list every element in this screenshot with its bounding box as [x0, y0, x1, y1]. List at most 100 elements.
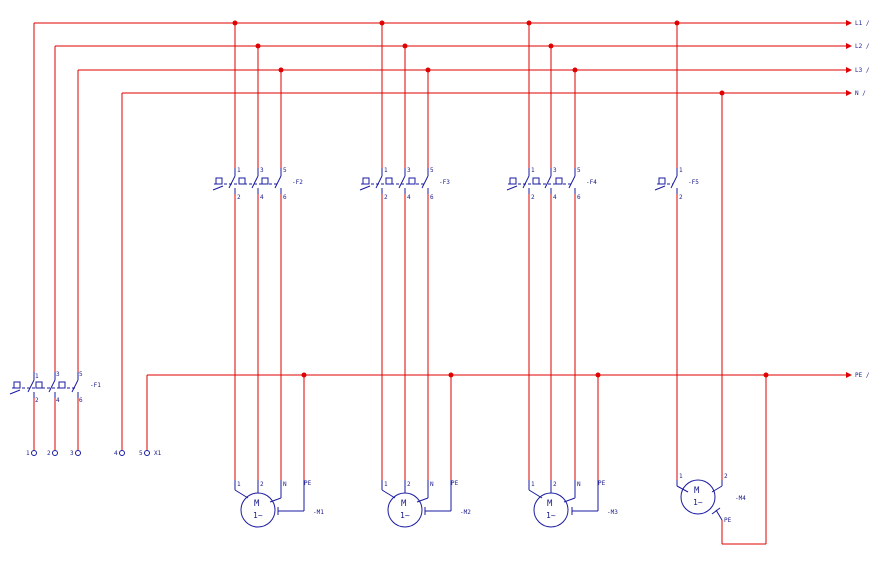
- f3-pin-6: 6: [430, 194, 434, 201]
- motor-m1-circle-icon: [240, 492, 276, 528]
- terminal-3-label: 3: [70, 450, 74, 457]
- motor-m1-tag: -M1: [313, 509, 324, 516]
- f3-pin-2: 2: [384, 194, 388, 201]
- f3-pin-4: 4: [407, 194, 411, 201]
- m3-pin-pe: PE: [598, 480, 606, 487]
- f2-pin-4: 4: [260, 194, 264, 201]
- motor-m1-phase: 1~: [253, 511, 263, 520]
- f3-pin-1: 1: [384, 167, 388, 174]
- terminal-5-label: 5: [139, 450, 143, 457]
- motor-m2-tag: -M2: [460, 509, 471, 516]
- f2-pin-6: 6: [283, 194, 287, 201]
- f4-pin-6: 6: [577, 194, 581, 201]
- motor-m3-circle-icon: [533, 492, 569, 528]
- terminal-strip-x1: 1 2 3 4 5 X1: [26, 450, 162, 457]
- rail-pe-label: PE /: [855, 372, 870, 379]
- motor-m3-symbol: M: [547, 499, 553, 509]
- f1-pin-3: 3: [56, 371, 60, 378]
- motor-m2-symbol: M: [401, 499, 407, 509]
- terminal-2-icon[interactable]: [52, 450, 58, 456]
- f1-pin-1: 1: [35, 373, 39, 380]
- terminal-2-label: 2: [47, 450, 51, 457]
- motor-m3-tag: -M3: [607, 509, 618, 516]
- terminal-5-icon[interactable]: [144, 450, 150, 456]
- f2-pin-3: 3: [260, 167, 264, 174]
- rail-l3-arrow-icon: [846, 67, 852, 73]
- f4-pin-4: 4: [553, 194, 557, 201]
- rail-l2-arrow-icon: [846, 43, 852, 49]
- rail-l1-label: L1 /: [855, 20, 870, 27]
- f5-pin-1: 1: [679, 167, 683, 174]
- motor-m1[interactable]: M 1~ 1 2 N PE -M1: [234, 480, 324, 528]
- rail-l2-label: L2 /: [855, 43, 870, 50]
- f1-pin-6: 6: [79, 397, 83, 404]
- motor-m2-phase: 1~: [400, 511, 410, 520]
- breaker-f3-symbol: [359, 168, 429, 194]
- motor-m2-circle-icon: [387, 492, 423, 528]
- m3-pin-1: 1: [531, 481, 535, 488]
- m1-pin-1: 1: [237, 481, 241, 488]
- motor-m4-circle-icon: [680, 479, 716, 515]
- rail-n-label: N /: [855, 90, 866, 97]
- motor-m4-phase: 1~: [693, 498, 703, 507]
- terminal-3-icon[interactable]: [75, 450, 81, 456]
- m3-pin-2: 2: [553, 481, 557, 488]
- breaker-f1-symbol: [9, 372, 79, 398]
- branch-1: 1 3 5 2 4 6 -F2 M 1~ 1 2 N PE -M1: [212, 20, 324, 528]
- breaker-f4-tag: -F4: [586, 179, 597, 186]
- rail-pe-arrow-icon: [846, 372, 852, 378]
- terminal-4-icon[interactable]: [119, 450, 125, 456]
- terminal-4-label: 4: [114, 450, 118, 457]
- f3-pin-5: 5: [430, 167, 434, 174]
- breaker-f3-tag: -F3: [439, 179, 450, 186]
- m2-pin-n: N: [430, 481, 434, 488]
- m2-pin-2: 2: [407, 481, 411, 488]
- rail-n-arrow-icon: [846, 90, 852, 96]
- motor-m4[interactable]: M 1~ 1 2 PE -M4: [676, 473, 746, 524]
- f1-pin-4: 4: [56, 397, 60, 404]
- m2-pin-pe: PE: [451, 480, 459, 487]
- m1-pin-n: N: [283, 481, 287, 488]
- motor-m3-phase: 1~: [546, 511, 556, 520]
- incoming-feed: 1 3 5 2 4 6 -F1: [9, 23, 148, 450]
- m1-pin-pe: PE: [304, 480, 312, 487]
- f2-pin-1: 1: [237, 167, 241, 174]
- breaker-f1-tag: -F1: [90, 382, 101, 389]
- branch-4: 1 2 -F5 M 1~ 1 2 PE -M4: [654, 20, 769, 545]
- f3-pin-3: 3: [407, 167, 411, 174]
- m4-pin-1: 1: [679, 473, 683, 480]
- motor-m1-symbol: M: [254, 499, 260, 509]
- f5-pin-2: 2: [679, 194, 683, 201]
- motor-m3[interactable]: M 1~ 1 2 N PE -M3: [528, 480, 618, 528]
- m3-pin-n: N: [577, 481, 581, 488]
- f4-pin-2: 2: [531, 194, 535, 201]
- f2-pin-5: 5: [283, 167, 287, 174]
- f4-pin-1: 1: [531, 167, 535, 174]
- m4-pin-2: 2: [724, 473, 728, 480]
- breaker-f5-tag: -F5: [688, 179, 699, 186]
- branch-2: 1 3 5 2 4 6 -F3 M 1~ 1 2 N PE -M2: [359, 20, 471, 528]
- motor-m4-tag: -M4: [735, 495, 746, 502]
- terminal-1-icon[interactable]: [31, 450, 37, 456]
- m2-pin-1: 1: [384, 481, 388, 488]
- f4-pin-5: 5: [577, 167, 581, 174]
- breaker-f2-symbol: [212, 168, 282, 194]
- f4-pin-3: 3: [553, 167, 557, 174]
- terminal-1-label: 1: [26, 450, 30, 457]
- breaker-f4-symbol: [506, 168, 576, 194]
- m4-pin-pe: PE: [724, 517, 732, 524]
- power-rails: L1 / L2 / L3 / N / PE /: [34, 20, 870, 379]
- f2-pin-2: 2: [237, 194, 241, 201]
- f1-pin-2: 2: [35, 397, 39, 404]
- rail-l3-label: L3 /: [855, 67, 870, 74]
- f1-pin-5: 5: [79, 371, 83, 378]
- terminal-strip-tag: X1: [154, 450, 162, 457]
- rail-l1-arrow-icon: [846, 20, 852, 26]
- motor-m4-symbol: M: [694, 486, 700, 496]
- breaker-f5-symbol: [654, 168, 678, 194]
- branch-3: 1 3 5 2 4 6 -F4 M 1~ 1 2 N PE -M3: [506, 20, 618, 528]
- m1-pin-2: 2: [260, 481, 264, 488]
- breaker-f2-tag: -F2: [292, 179, 303, 186]
- motor-m2[interactable]: M 1~ 1 2 N PE -M2: [381, 480, 471, 528]
